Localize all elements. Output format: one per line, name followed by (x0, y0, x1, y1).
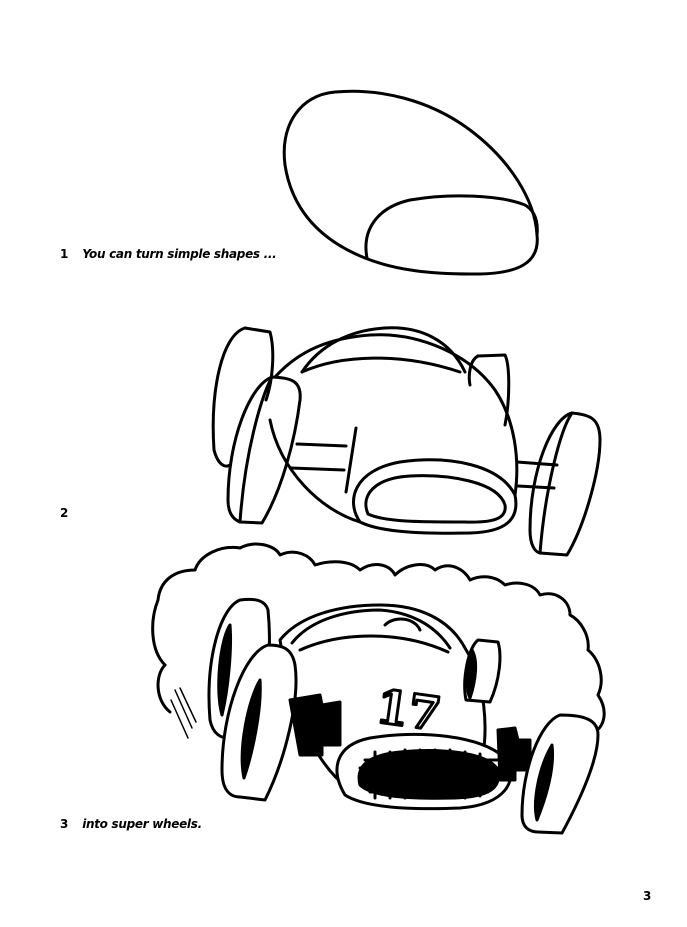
step-3-car-finished: 17 (151, 542, 606, 835)
step-3-caption: 3 into super wheels. (60, 817, 202, 831)
car-number: 17 (373, 679, 444, 741)
step-1-caption-text: You can turn simple shapes ... (82, 247, 277, 261)
step-1-egg-shape (282, 89, 539, 276)
step-1-number: 1 (60, 247, 69, 261)
step-3-number: 3 (60, 817, 69, 831)
step-1-caption: 1 You can turn simple shapes ... (60, 247, 277, 261)
step-2-number: 2 (60, 506, 69, 520)
step-2-car-sketch (211, 326, 602, 557)
page-number: 3 (643, 889, 652, 903)
step-3-caption-text: into super wheels. (82, 817, 202, 831)
